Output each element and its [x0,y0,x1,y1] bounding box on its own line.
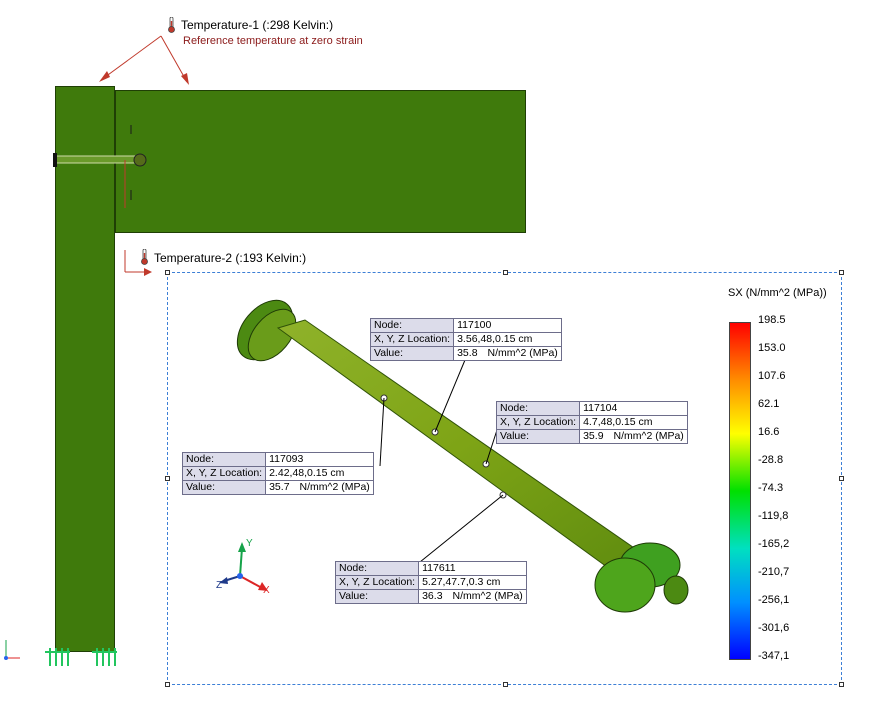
legend-tick: -301,6 [758,622,790,634]
legend-title: SX (N/mm^2 (MPa)) [728,287,827,299]
axis-triad-icon [219,542,268,591]
node-value: 117100 [453,318,562,333]
probe-table-117104[interactable]: Node:117104 X, Y, Z Location:4.7,48,0.15… [495,401,688,444]
legend-color-bar [729,322,751,660]
legend-tick: -165,2 [758,538,790,550]
node-key: Node: [334,561,420,576]
axis-z-label: Z [216,580,223,591]
value-key: Value: [369,346,455,361]
legend-tick: 107.6 [758,370,786,382]
frame-handle[interactable] [839,270,844,275]
stress-plot-rod-model[interactable] [230,290,700,620]
legend-tick: 62.1 [758,398,780,410]
value-key: Value: [495,429,581,444]
location-value: 4.7,48,0.15 cm [579,415,688,430]
legend-tick: -28.8 [758,454,784,466]
frame-handle[interactable] [839,476,844,481]
frame-handle[interactable] [503,270,508,275]
frame-handle[interactable] [165,270,170,275]
legend-tick: 16.6 [758,426,780,438]
value-key: Value: [334,589,420,604]
axis-y-label: Y [246,538,253,549]
stress-unit: N/mm^2 (MPa) [452,590,523,602]
temperature-2-label[interactable]: Temperature-2 (:193 Kelvin:) [154,251,307,265]
stress-unit: N/mm^2 (MPa) [613,430,684,442]
location-key: X, Y, Z Location: [181,466,267,481]
temperature-1-leader-arrows [99,35,189,85]
fixture-glyphs [4,640,117,666]
stress-unit: N/mm^2 (MPa) [299,481,370,493]
stress-value: 35.9 [583,430,604,442]
stress-value: 35.7 [269,481,290,493]
frame-handle[interactable] [165,476,170,481]
location-key: X, Y, Z Location: [334,575,420,590]
thermometer-icon [168,17,175,33]
probe-table-117093[interactable]: Node:117093 X, Y, Z Location:2.42,48,0.1… [181,452,374,495]
node-key: Node: [181,452,267,467]
frame-handle[interactable] [165,682,170,687]
node-value: 117611 [418,561,527,576]
probe-table-117611[interactable]: Node:117611 X, Y, Z Location:5.27,47.7,0… [334,561,527,604]
location-value: 5.27,47.7,0.3 cm [418,575,527,590]
stress-value: 36.3 [422,590,443,602]
location-value: 2.42,48,0.15 cm [265,466,374,481]
legend-tick: 153.0 [758,342,786,354]
legend-tick: -256,1 [758,594,790,606]
frame-handle[interactable] [839,682,844,687]
node-key: Node: [495,401,581,416]
location-value: 3.56,48,0.15 cm [453,332,562,347]
stress-value: 35.8 [457,347,478,359]
thermometer-icon [141,249,148,265]
legend-tick: 198.5 [758,314,786,326]
vertical-plate[interactable] [55,86,115,652]
location-key: X, Y, Z Location: [369,332,455,347]
temperature-1-note: Reference temperature at zero strain [183,35,363,47]
plate-rod-detail [53,125,147,208]
probe-table-117100[interactable]: Node:117100 X, Y, Z Location:3.56,48,0.1… [369,318,562,361]
legend-tick: -119,8 [758,510,789,522]
temperature-2-leader-arrow [124,250,152,276]
stress-unit: N/mm^2 (MPa) [487,347,558,359]
horizontal-plate[interactable] [115,90,526,233]
legend-tick: -74.3 [758,482,784,494]
axis-x-label: X [263,585,270,596]
frame-handle[interactable] [503,682,508,687]
node-value: 117093 [265,452,374,467]
node-value: 117104 [579,401,688,416]
temperature-1-label[interactable]: Temperature-1 (:298 Kelvin:) [181,18,334,32]
legend-tick: -347,1 [758,650,790,662]
location-key: X, Y, Z Location: [495,415,581,430]
legend-tick: -210,7 [758,566,790,578]
value-key: Value: [181,480,267,495]
node-key: Node: [369,318,455,333]
